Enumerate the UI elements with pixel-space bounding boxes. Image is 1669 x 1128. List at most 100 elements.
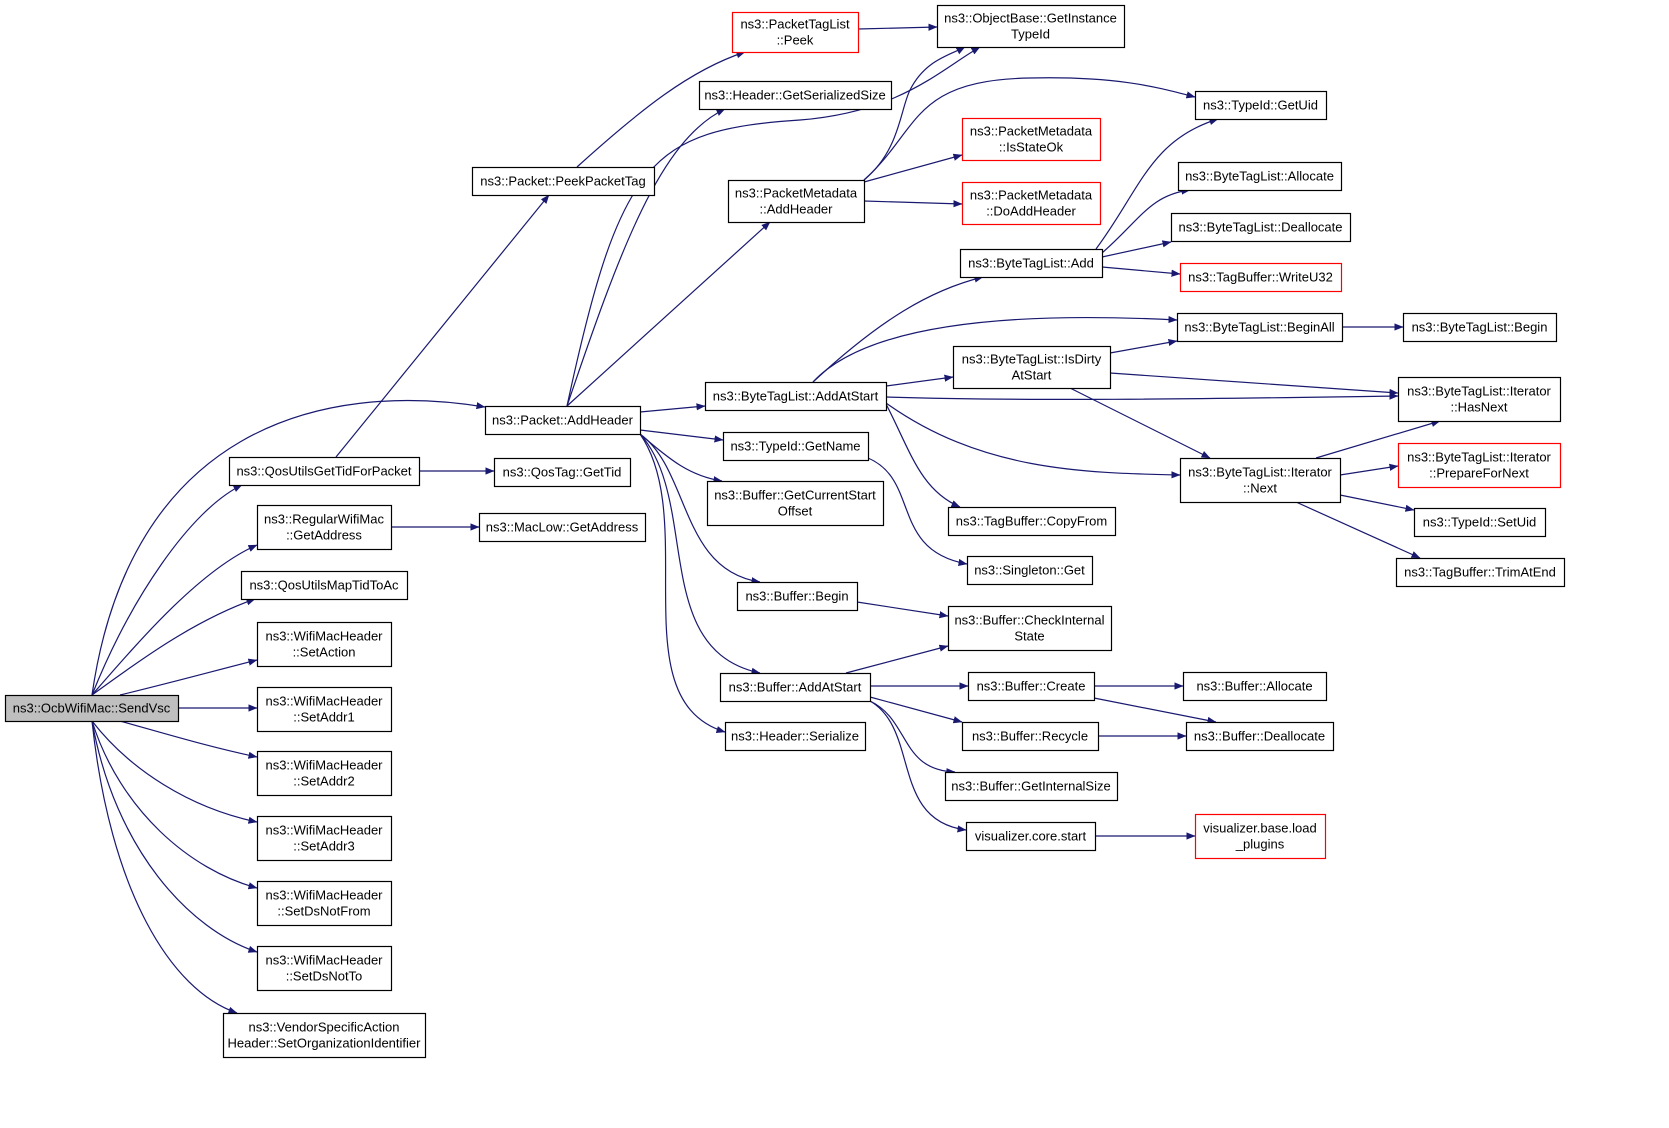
node-btlbeginall[interactable]: ns3::ByteTagList::BeginAll	[1176, 312, 1344, 343]
node-box	[965, 821, 1097, 852]
edge-pktaddhdr-to-hdrgetser	[566, 108, 726, 407]
node-label: ns3::ByteTagList::Deallocate	[1178, 220, 1342, 235]
node-label: ns3::WifiMacHeader	[265, 758, 383, 773]
node-ptlpeek[interactable]: ns3::PacketTagList::Peek	[731, 11, 860, 54]
node-btlitnext[interactable]: ns3::ByteTagList::Iterator::Next	[1179, 457, 1342, 504]
node-label: visualizer.core.start	[975, 829, 1087, 844]
node-qosgettid[interactable]: ns3::QosUtilsGetTidForPacket	[228, 456, 421, 487]
node-box	[222, 1012, 427, 1059]
node-label: ns3::WifiMacHeader	[265, 694, 383, 709]
node-btlitprep[interactable]: ns3::ByteTagList::Iterator::PrepareForNe…	[1397, 442, 1562, 489]
node-tbtrimatend[interactable]: ns3::TagBuffer::TrimAtEnd	[1395, 557, 1566, 588]
node-vizstart[interactable]: visualizer.core.start	[965, 821, 1097, 852]
node-pktaddhdr[interactable]: ns3::Packet::AddHeader	[484, 405, 642, 436]
node-box	[4, 694, 180, 723]
node-setaddr2[interactable]: ns3::WifiMacHeader::SetAddr2	[256, 750, 393, 797]
node-bufbegin[interactable]: ns3::Buffer::Begin	[736, 581, 859, 612]
node-tidgetuid[interactable]: ns3::TypeId::GetUid	[1194, 90, 1328, 121]
node-box	[256, 750, 393, 797]
node-bufrecycle[interactable]: ns3::Buffer::Recycle	[961, 721, 1100, 752]
node-btlbegin[interactable]: ns3::ByteTagList::Begin	[1402, 312, 1558, 343]
edge-bufbegin-to-bufcheckint	[856, 601, 949, 619]
node-setaddr1[interactable]: ns3::WifiMacHeader::SetAddr1	[256, 686, 393, 733]
node-label: ns3::MacLow::GetAddress	[486, 520, 639, 535]
node-box	[724, 721, 867, 752]
node-tidgetname[interactable]: ns3::TypeId::GetName	[722, 431, 870, 462]
node-btlithasnext[interactable]: ns3::ByteTagList::Iterator::HasNext	[1397, 376, 1562, 423]
edge-btlitnext-to-tidsetuid	[1339, 494, 1415, 512]
node-box	[706, 480, 885, 527]
node-vizloadplugins[interactable]: visualizer.base.load_plugins	[1194, 813, 1327, 860]
node-label: AtStart	[1012, 368, 1052, 383]
node-box	[256, 945, 393, 992]
node-label: ns3::ByteTagList::IsDirty	[962, 352, 1102, 367]
node-label: ns3::VendorSpecificAction	[248, 1020, 399, 1035]
node-tbwriteu32[interactable]: ns3::TagBuffer::WriteU32	[1179, 262, 1343, 293]
node-box	[722, 431, 870, 462]
node-vendorsoi[interactable]: ns3::VendorSpecificActionHeader::SetOrga…	[222, 1012, 427, 1059]
node-box	[961, 181, 1102, 226]
node-tidsetuid[interactable]: ns3::TypeId::SetUid	[1413, 507, 1547, 538]
node-maclowaddr[interactable]: ns3::MacLow::GetAddress	[478, 512, 647, 543]
node-peekpkttag[interactable]: ns3::Packet::PeekPacketTag	[471, 166, 656, 197]
node-pmaddhdr[interactable]: ns3::PacketMetadata::AddHeader	[727, 179, 866, 224]
node-qostaggettid[interactable]: ns3::QosTag::GetTid	[493, 457, 632, 488]
node-label: ::PrepareForNext	[1429, 466, 1529, 481]
node-btladd[interactable]: ns3::ByteTagList::Add	[959, 248, 1104, 279]
edge-bufaddatstart-to-bufrecycle	[869, 696, 963, 724]
node-hdrgetser[interactable]: ns3::Header::GetSerializedSize	[698, 80, 893, 111]
node-box	[698, 80, 893, 111]
node-box	[1402, 312, 1558, 343]
node-setaddr3[interactable]: ns3::WifiMacHeader::SetAddr3	[256, 815, 393, 862]
node-btlallocate[interactable]: ns3::ByteTagList::Allocate	[1177, 161, 1343, 192]
edge-sendvsc-to-setaddr2	[119, 720, 258, 759]
node-label: State	[1014, 629, 1044, 644]
node-box	[1179, 457, 1342, 504]
node-btladdatstart[interactable]: ns3::ByteTagList::AddAtStart	[704, 381, 888, 412]
node-box	[256, 504, 393, 551]
node-box	[944, 771, 1119, 802]
edge-sendvsc-to-regaddr	[91, 544, 258, 696]
node-bufallocate[interactable]: ns3::Buffer::Allocate	[1182, 671, 1328, 702]
node-bufgetintsize[interactable]: ns3::Buffer::GetInternalSize	[944, 771, 1119, 802]
node-label: ns3::ByteTagList::AddAtStart	[713, 389, 879, 404]
node-pmisstateok[interactable]: ns3::PacketMetadata::IsStateOk	[961, 117, 1102, 162]
node-label: ns3::Buffer::Begin	[745, 589, 848, 604]
node-setdsto[interactable]: ns3::WifiMacHeader::SetDsNotTo	[256, 945, 393, 992]
node-pmdoaddhdr[interactable]: ns3::PacketMetadata::DoAddHeader	[961, 181, 1102, 226]
node-regaddr[interactable]: ns3::RegularWifiMac::GetAddress	[256, 504, 393, 551]
node-label: ns3::Header::Serialize	[731, 729, 859, 744]
node-maptid[interactable]: ns3::QosUtilsMapTidToAc	[240, 570, 409, 601]
edge-sendvsc-to-maptid	[91, 598, 256, 696]
node-bufcreate[interactable]: ns3::Buffer::Create	[967, 671, 1096, 702]
node-tbcopyfrom[interactable]: ns3::TagBuffer::CopyFrom	[947, 506, 1117, 537]
edge-btladd-to-tidgetuid	[1095, 118, 1219, 250]
node-label: ns3::PacketMetadata	[970, 188, 1093, 203]
node-label: ns3::Buffer::Deallocate	[1194, 729, 1325, 744]
node-hdrser[interactable]: ns3::Header::Serialize	[724, 721, 867, 752]
node-label: ::DoAddHeader	[986, 204, 1076, 219]
edge-btladdatstart-to-btlithasnext	[885, 392, 1399, 401]
node-box	[1397, 442, 1562, 489]
node-setdsfrom[interactable]: ns3::WifiMacHeader::SetDsNotFrom	[256, 880, 393, 927]
node-label: ns3::Buffer::Create	[977, 679, 1086, 694]
node-btldeallocate[interactable]: ns3::ByteTagList::Deallocate	[1170, 212, 1352, 243]
node-bufaddatstart[interactable]: ns3::Buffer::AddAtStart	[719, 672, 872, 703]
node-box	[1185, 721, 1335, 752]
node-label: ::SetAddr3	[293, 839, 354, 854]
node-label: ns3::WifiMacHeader	[265, 629, 383, 644]
node-box	[1182, 671, 1328, 702]
edge-pktaddhdr-to-bufbegin	[639, 433, 761, 585]
node-label: ns3::QosUtilsGetTidForPacket	[236, 464, 411, 479]
node-sendvsc[interactable]: ns3::OcbWifiMac::SendVsc	[4, 694, 180, 723]
node-setaction[interactable]: ns3::WifiMacHeader::SetAction	[256, 621, 393, 668]
node-bufdeallocate[interactable]: ns3::Buffer::Deallocate	[1185, 721, 1335, 752]
edge-peekpkttag-to-ptlpeek	[576, 51, 746, 168]
edge-pmaddhdr-to-tidgetuid	[863, 77, 1196, 181]
node-singletonget[interactable]: ns3::Singleton::Get	[966, 555, 1094, 586]
node-label: Header::SetOrganizationIdentifier	[228, 1036, 422, 1051]
